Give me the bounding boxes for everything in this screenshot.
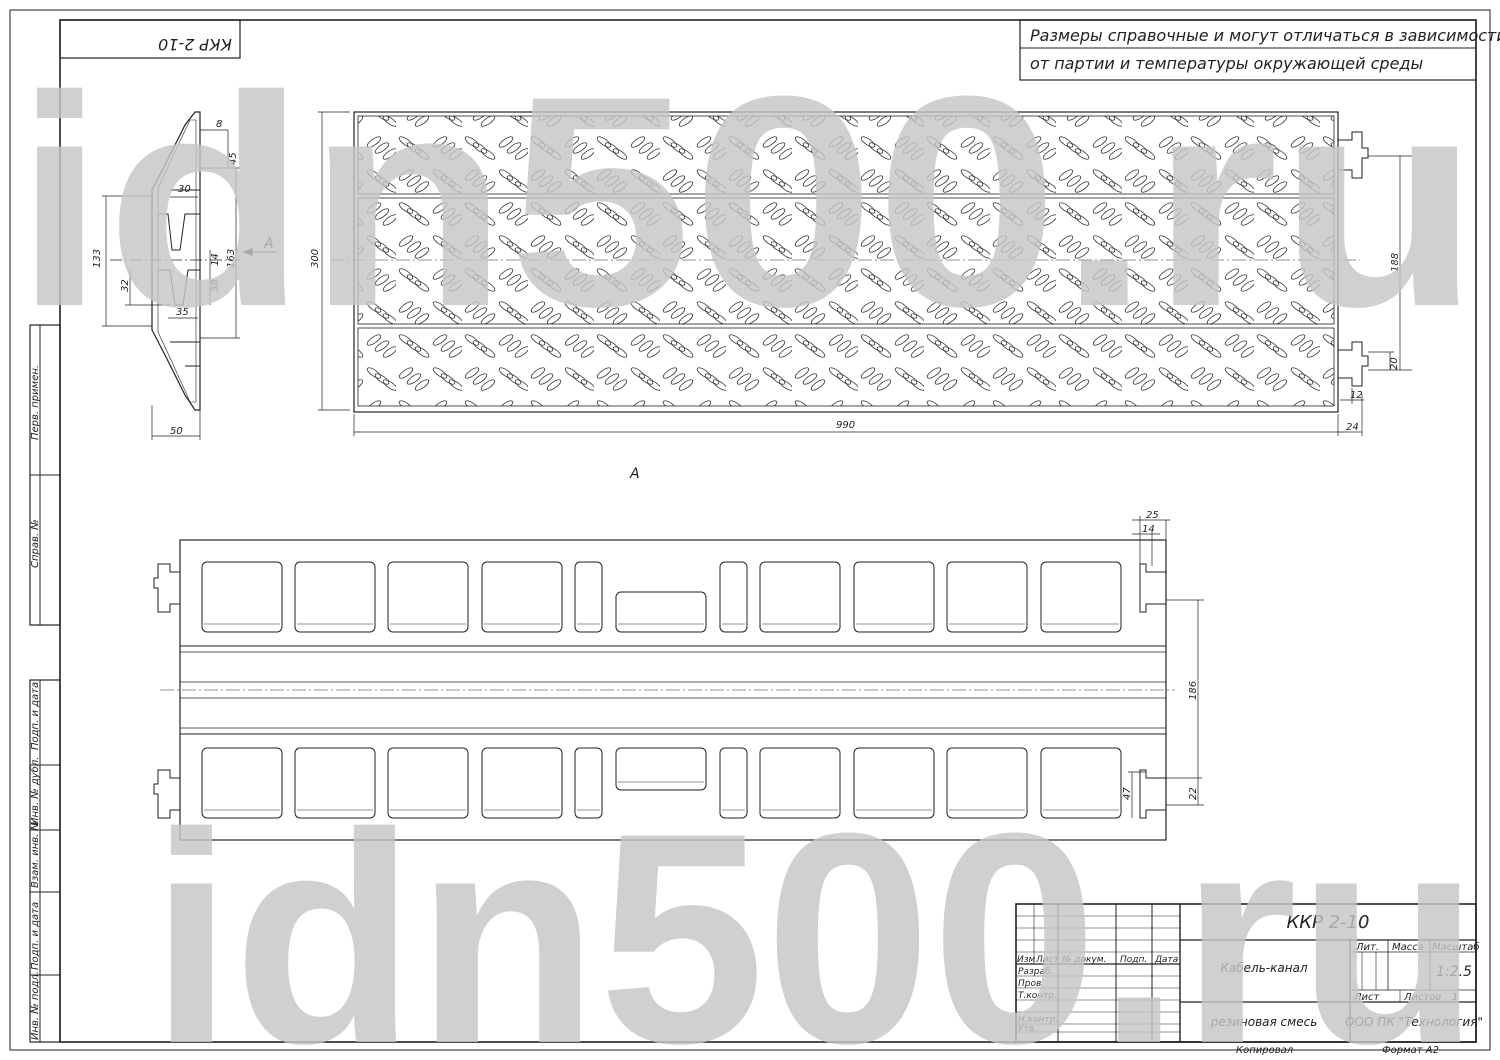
cell-left-1: [294, 561, 376, 633]
cell-right-3: [1040, 747, 1122, 819]
cell-left-0: [201, 747, 283, 819]
connector-right-top: [1139, 563, 1166, 613]
connector-left-bottom: [153, 769, 180, 819]
cell-right-0: [759, 747, 841, 819]
outer-frame: [9, 9, 1491, 1051]
top-view: [318, 111, 1412, 436]
tb-row-0: Разраб.: [1018, 967, 1053, 977]
profile-dim-8: 8: [216, 119, 222, 130]
tb-col-3: Подп.: [1120, 955, 1147, 965]
bottom-view: [153, 516, 1204, 841]
cell-right-3: [1040, 561, 1122, 633]
cell-right-0: [759, 561, 841, 633]
tread-band-bottom: [357, 327, 1335, 407]
cell-left-0: [201, 561, 283, 633]
connector-left-top: [153, 563, 180, 613]
side-label-3: Инв. № дубл.: [29, 757, 41, 825]
top-dim-length: 990: [836, 420, 855, 431]
tb-col-2: № докум.: [1061, 955, 1106, 965]
tb-scale: 1:2.5: [1436, 964, 1472, 980]
cell-left-2: [387, 561, 469, 633]
tb-material: резиновая смесь: [1210, 1015, 1318, 1029]
tread-band-top: [357, 115, 1335, 195]
side-label-2: Подп. и дата: [30, 682, 41, 750]
tb-row-1: Пров.: [1018, 979, 1044, 989]
profile-dim-163: 163: [226, 249, 237, 268]
cell-right-2: [946, 747, 1028, 819]
side-label-0: Перв. примен.: [30, 365, 41, 440]
tb-col-0: Изм: [1017, 955, 1036, 965]
tb-col-1: Лист: [1035, 955, 1060, 965]
note-box: Размеры справочные и могут отличаться в …: [1019, 19, 1500, 81]
connector-top: [1338, 131, 1369, 179]
cell-right-2: [946, 561, 1028, 633]
view-label: A: [629, 466, 640, 482]
cell-left-1: [294, 747, 376, 819]
cell-right-1: [853, 747, 935, 819]
tb-row-3: Н.контр.: [1018, 1015, 1058, 1025]
slot-right: [719, 561, 748, 633]
cell-left-3: [481, 561, 563, 633]
tb-company: ООО ПК "Технология": [1345, 1015, 1483, 1029]
rotated-stamp: ККР 2-10: [59, 19, 241, 59]
tread-band-middle: [357, 197, 1335, 325]
side-label-4: Взам. инв. №: [30, 820, 41, 888]
center-cell-bottom: [615, 747, 707, 791]
top-dim-end: 24: [1346, 422, 1359, 433]
profile-dim-35: 35: [176, 307, 189, 318]
top-dim-conn-w: 12: [1350, 390, 1363, 401]
tb-designation: ККР 2-10: [1287, 912, 1370, 933]
profile-dim-30: 30: [178, 184, 191, 195]
top-dim-height: 300: [310, 249, 321, 268]
tb-row-2: Т.контр.: [1018, 991, 1057, 1001]
slot-left: [574, 561, 603, 633]
tb-copied: Копировал: [1236, 1045, 1294, 1056]
bottom-dim-22: 22: [1188, 787, 1199, 800]
tb-sheet-label: Лист: [1353, 992, 1381, 1003]
tb-col-4: Дата: [1154, 955, 1178, 965]
bottom-dim-47: 47: [1122, 787, 1133, 800]
tb-row-4: Утв.: [1018, 1024, 1037, 1034]
section-marker: A: [263, 236, 274, 252]
slot-left: [574, 747, 603, 819]
bottom-dim-14: 14: [1142, 524, 1155, 535]
watermark-top: idn500.ru: [14, 33, 1480, 369]
profile-dim-14: 14: [210, 253, 221, 266]
title-block: [1015, 903, 1477, 1043]
note-line-2: от партии и температуры окружающей среды: [1030, 54, 1423, 73]
tb-lit-label: Лит.: [1355, 942, 1379, 953]
connector-right-bottom: [1139, 769, 1166, 819]
profile-dim-38: 38: [210, 279, 221, 292]
profile-dim-133: 133: [92, 249, 103, 268]
connector-bottom: [1338, 341, 1369, 387]
bottom-dim-25: 25: [1146, 510, 1159, 521]
tb-scale-label: Масштаб: [1432, 941, 1480, 953]
profile-view: [102, 111, 276, 440]
tb-sheets-label: Листов: [1403, 992, 1441, 1003]
slot-right: [719, 747, 748, 819]
tb-mass-label: Масса: [1392, 942, 1424, 953]
watermark-bottom: idn500.ru: [150, 770, 1480, 1060]
cell-right-1: [853, 561, 935, 633]
rotated-stamp-text: ККР 2-10: [158, 35, 232, 54]
cell-left-3: [481, 747, 563, 819]
profile-dim-50: 50: [170, 426, 183, 437]
tb-sheets: 1: [1452, 992, 1458, 1003]
top-dim-pitch: 188: [1390, 253, 1401, 272]
profile-dim-32: 32: [120, 279, 131, 292]
bottom-dim-186: 186: [1188, 681, 1199, 700]
top-dim-conn-h: 20: [1389, 357, 1400, 370]
side-label-6: Инв. № подл.: [30, 971, 41, 1040]
note-line-1: Размеры справочные и могут отличаться в …: [1030, 26, 1500, 45]
cell-left-2: [387, 747, 469, 819]
side-strip: Перв. примен. Справ. № Подп. и дата Инв.…: [29, 324, 61, 1043]
tb-name: Кабель-канал: [1220, 961, 1308, 975]
profile-dim-45: 45: [228, 152, 239, 165]
side-label-5: Подп. и дата: [30, 902, 41, 970]
tb-format: Формат А2: [1382, 1045, 1439, 1056]
center-cell-top: [615, 591, 707, 633]
side-label-1: Справ. №: [30, 519, 41, 568]
